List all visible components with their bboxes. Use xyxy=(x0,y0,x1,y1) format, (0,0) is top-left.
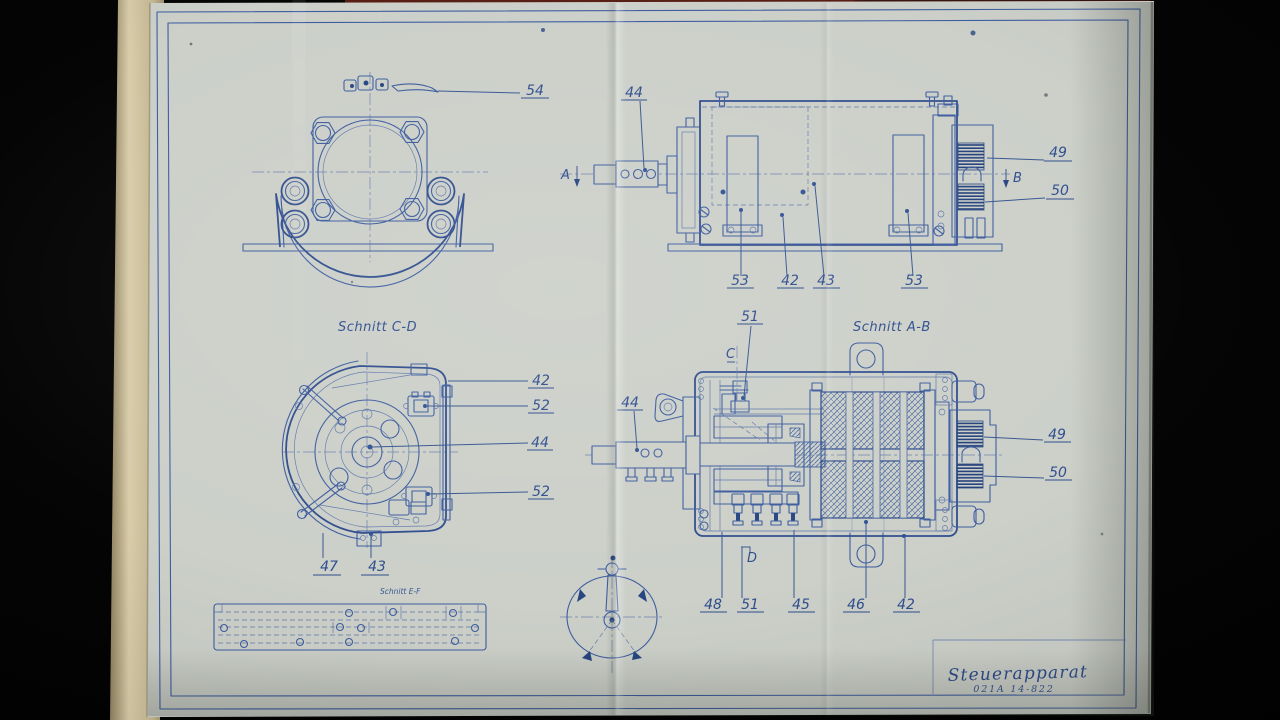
paper-sheet xyxy=(147,1,1154,717)
callout-44-cd: 44 xyxy=(367,435,553,451)
bar-holes xyxy=(219,607,480,649)
callout-45: 45 xyxy=(788,530,815,613)
callout-42-side-label: 42 xyxy=(781,273,799,289)
callout-51-upper-label: 51 xyxy=(741,309,759,325)
callout-44-cd-label: 44 xyxy=(531,435,549,451)
brake-arm-lower xyxy=(292,481,346,520)
marker-b: B xyxy=(1003,169,1022,188)
callout-42-side: 42 xyxy=(777,213,804,289)
section-cd-heading: Schnitt C-D xyxy=(338,320,417,335)
callout-49-side-label: 49 xyxy=(1049,145,1067,161)
marker-c: C xyxy=(726,346,738,402)
brush-assembly-ab xyxy=(934,373,997,532)
front-view-drawing: 54 xyxy=(242,72,549,288)
callout-43-cd: 43 xyxy=(361,532,389,576)
marker-d: D xyxy=(741,546,757,566)
brush-assembly-side xyxy=(932,95,994,246)
callout-52-upper: 52 xyxy=(423,398,554,414)
section-cd-drawing: Schnitt C-D xyxy=(281,320,554,576)
callout-45-label: 45 xyxy=(792,597,810,613)
callout-54-label: 54 xyxy=(526,83,544,99)
callout-51-lower-label: 51 xyxy=(741,597,759,613)
marker-c-label: C xyxy=(726,347,736,362)
callout-46: 46 xyxy=(843,520,870,613)
marker-a: A xyxy=(560,166,580,187)
callout-52-lower: 52 xyxy=(426,484,554,500)
callout-48-label: 48 xyxy=(704,597,722,613)
paper-creases xyxy=(148,0,1154,716)
callout-50-ab-label: 50 xyxy=(1049,465,1067,481)
callout-52-upper-label: 52 xyxy=(532,398,550,414)
callout-49-ab: 49 xyxy=(983,427,1071,443)
callout-46-label: 46 xyxy=(847,597,865,613)
callout-51-lower: 51 xyxy=(737,547,764,613)
callout-42-ab-label: 42 xyxy=(897,597,915,613)
callout-53-right-label: 53 xyxy=(905,273,923,289)
gear-mechanism xyxy=(698,378,824,531)
callout-42-cd: 42 xyxy=(448,373,554,389)
callout-51-upper: 51 xyxy=(737,309,763,400)
callout-47: 47 xyxy=(313,533,341,576)
callout-47-label: 47 xyxy=(320,559,338,575)
callout-52-lower-label: 52 xyxy=(532,484,550,500)
marker-a-label: A xyxy=(560,168,570,183)
callout-50-side: 50 xyxy=(984,183,1074,203)
section-ab-heading: Schnitt A-B xyxy=(853,320,931,335)
section-ef-heading: Schnitt E-F xyxy=(380,587,421,596)
bottom-cluster xyxy=(356,499,427,547)
side-view-drawing: A B 44 49 50 53 xyxy=(560,85,1074,289)
callout-43-cd-label: 43 xyxy=(368,559,386,575)
callout-53-left-label: 53 xyxy=(731,273,749,289)
callout-53-left: 53 xyxy=(727,208,754,289)
callout-44-side-label: 44 xyxy=(625,85,643,101)
callout-49-side: 49 xyxy=(986,145,1072,162)
callout-48: 48 xyxy=(700,532,727,613)
section-ab-drawing: Schnitt A-B xyxy=(585,309,1072,613)
callout-54: 54 xyxy=(437,83,549,99)
clamp-band-left xyxy=(722,135,763,237)
callout-42-ab: 42 xyxy=(893,534,920,613)
callout-49-ab-label: 49 xyxy=(1048,427,1066,443)
drum-section xyxy=(809,382,936,528)
callout-50-side-label: 50 xyxy=(1051,183,1069,199)
shaft-studs xyxy=(625,467,674,482)
marker-d-label: D xyxy=(747,551,757,566)
callout-44-side: 44 xyxy=(621,85,647,172)
latch-detail xyxy=(343,75,439,93)
marker-b-label: B xyxy=(1013,171,1022,186)
callout-42-cd-label: 42 xyxy=(532,373,550,389)
callout-50-ab: 50 xyxy=(983,465,1072,481)
callout-53-right: 53 xyxy=(901,209,928,289)
